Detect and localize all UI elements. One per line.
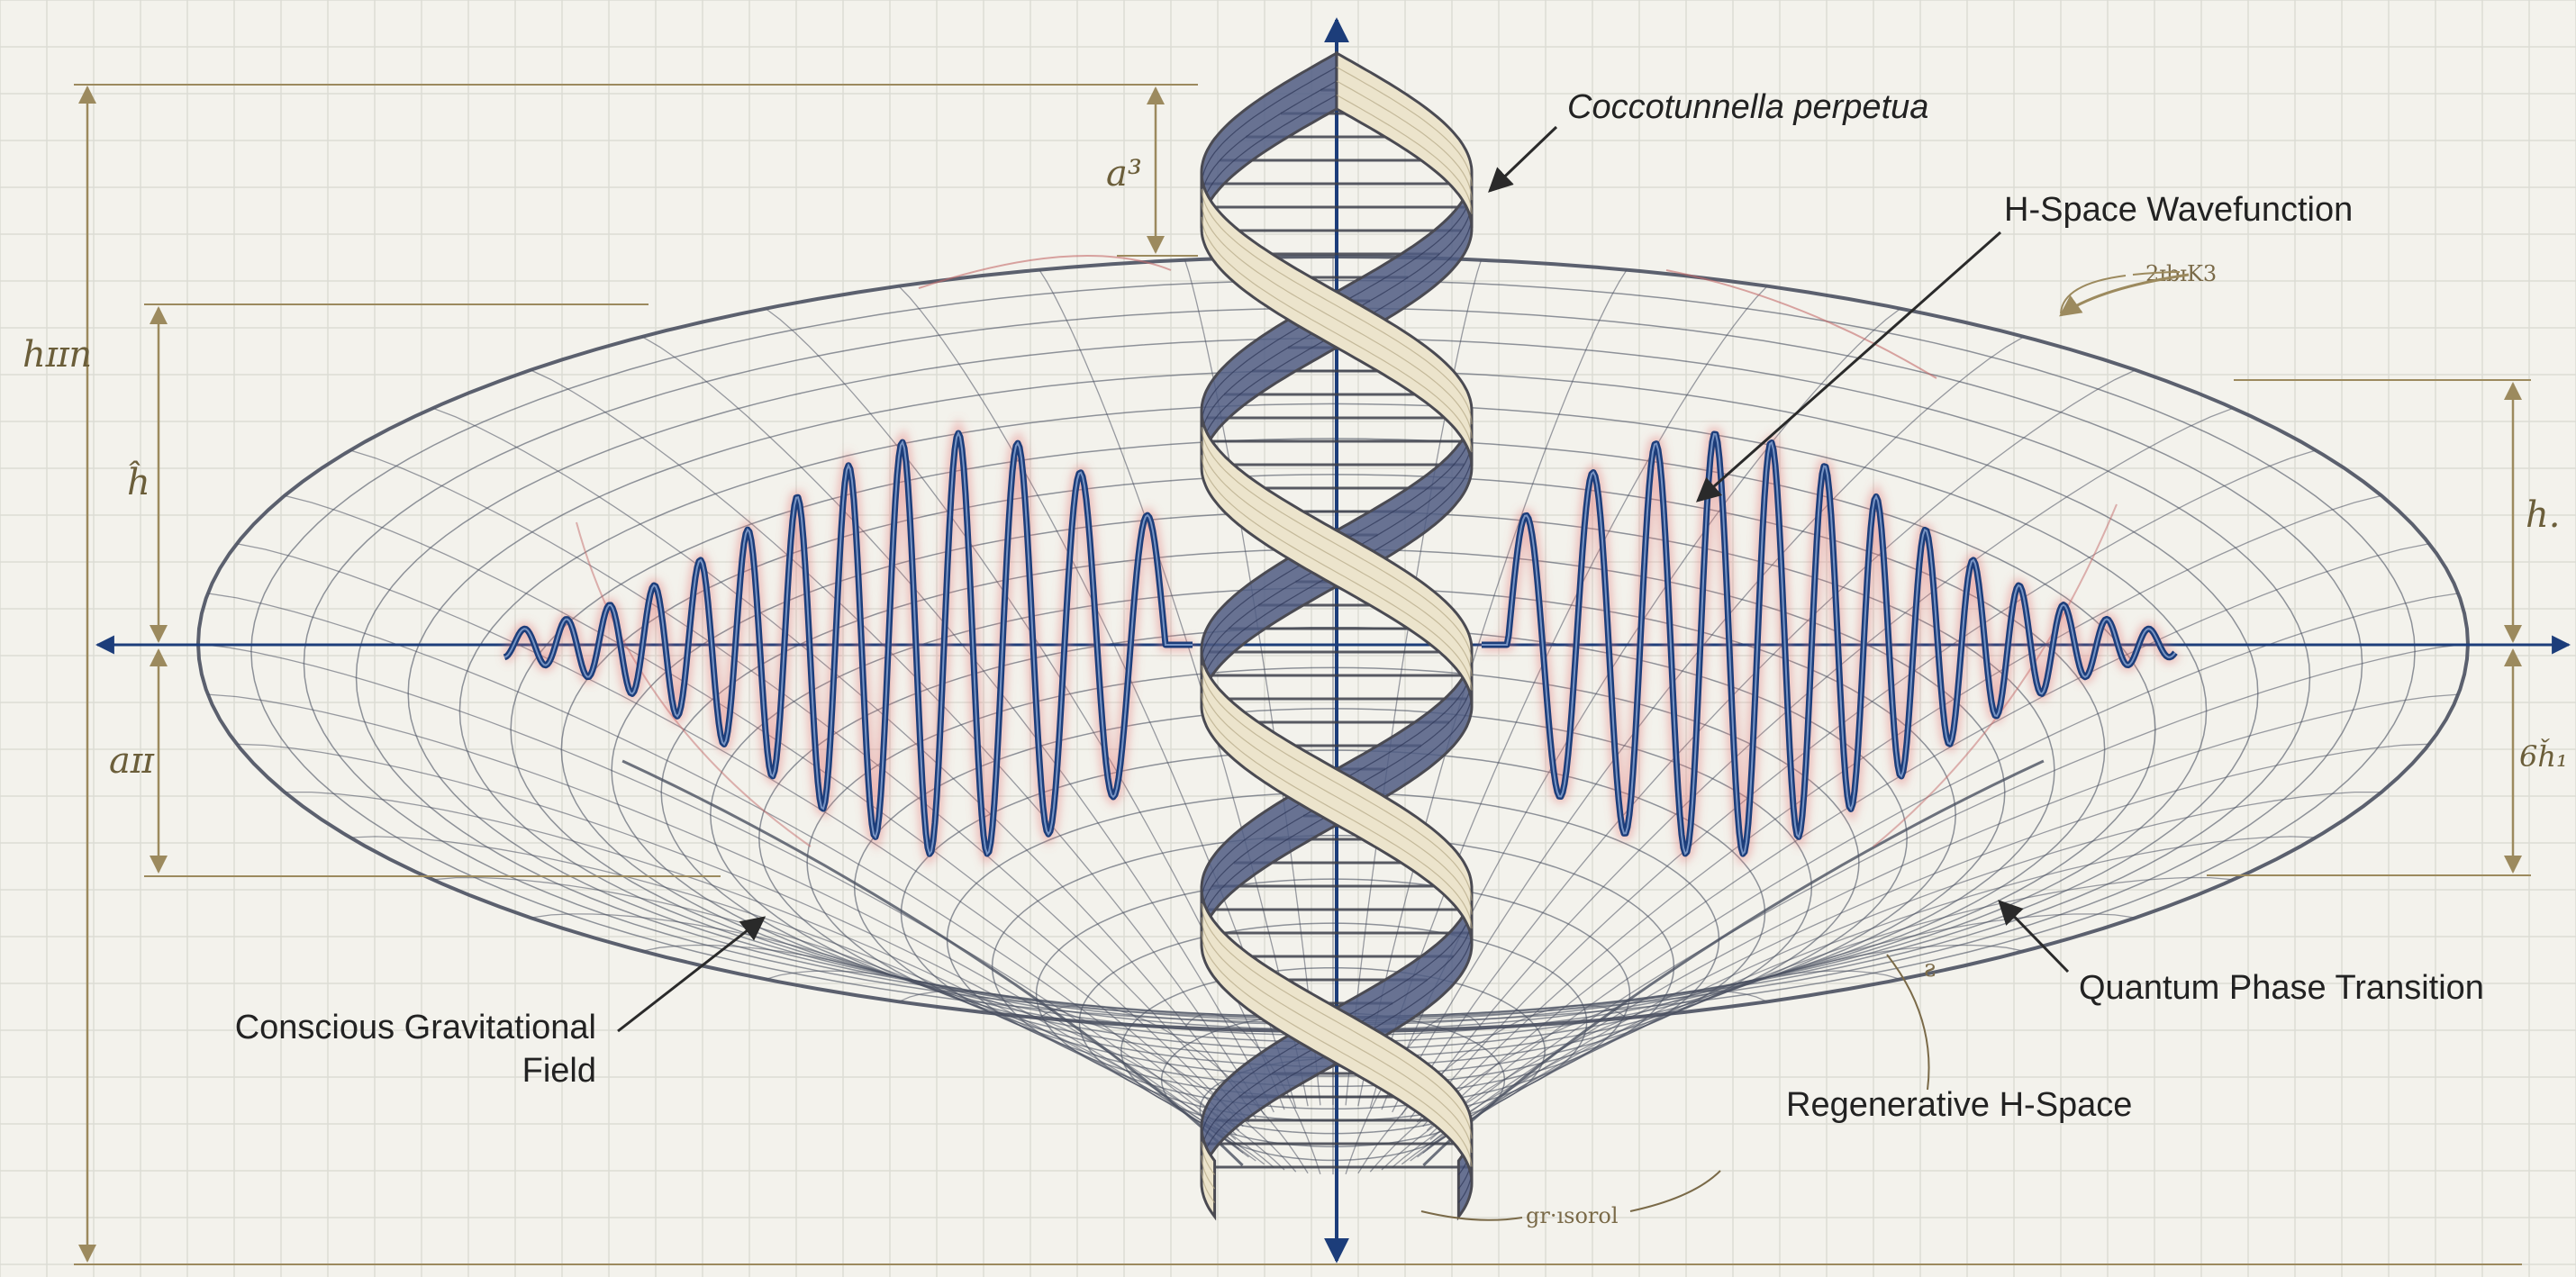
mesh-meridian (1039, 1004, 1309, 1174)
helix-texture (1201, 203, 1473, 439)
helix-texture (1201, 66, 1338, 186)
mesh-meridian (1426, 743, 2430, 1150)
helix-texture (1201, 440, 1473, 677)
mesh-meridian (1401, 369, 2136, 1116)
helix-texture (1201, 679, 1473, 915)
mesh-meridian (236, 743, 1240, 1150)
helix-texture (1201, 917, 1473, 1154)
label-field-line2: Field (522, 1052, 596, 1090)
accent-arc (918, 255, 1172, 289)
pointer-right-small (2059, 273, 2190, 317)
double-helix (1200, 50, 1474, 1221)
pointer-field (617, 916, 766, 1033)
annotation-labels: Coccotunnella perpetua H-Space Wavefunct… (23, 88, 2568, 1228)
mesh-meridian (207, 693, 1238, 1146)
wave-highlight (503, 430, 1193, 856)
helix-texture (1201, 665, 1473, 901)
mesh-meridian (284, 494, 1244, 1128)
dim-label-right-small: 2ɪbɪK3 (2145, 261, 2217, 286)
dim-label-mid-small: ƨ (1924, 955, 1936, 983)
mesh-meridian (530, 369, 1265, 1116)
mesh-meridian (1357, 1004, 1628, 1174)
dim-label-right-lower: 6ȟ₁ (2519, 738, 2568, 774)
helix-texture (1201, 903, 1473, 1139)
pointer-helix-name (1488, 125, 1558, 193)
funnel-side-right (1422, 759, 2045, 1167)
mesh-meridian (641, 336, 1274, 1113)
mesh-meridian (1422, 791, 2382, 1154)
label-field-line1: Conscious Gravitational (235, 1009, 596, 1046)
helix-texture (1201, 427, 1473, 663)
mesh-meridian (1410, 876, 2234, 1162)
mesh-meridian (236, 543, 1240, 1131)
label-helix-name: Coccotunnella perpetua (1567, 88, 1928, 126)
label-wavefunction: H-Space Wavefunction (2004, 191, 2353, 229)
helix-texture (1201, 1169, 1216, 1203)
wave-highlight (1482, 432, 2176, 856)
mesh-meridian (197, 643, 1237, 1140)
mesh-meridian (1039, 269, 1309, 1107)
mesh-meridian (530, 913, 1265, 1165)
funnel-side-left (621, 759, 1244, 1167)
mesh-meridian (1357, 269, 1628, 1107)
helix-texture (1201, 455, 1473, 691)
pointer-phase-transition (1998, 900, 2070, 974)
helix-texture (1201, 188, 1473, 425)
helix-texture (1201, 693, 1473, 929)
accent-arc (1665, 269, 1937, 379)
helix-texture (1201, 1155, 1216, 1190)
accent-arc (576, 521, 812, 847)
dim-label-right-upper: h. (2526, 494, 2560, 536)
dim-label-left-lower: aɪɪ (109, 740, 155, 782)
helix-strand-front (1200, 1128, 1217, 1221)
helix-texture (1201, 931, 1473, 1167)
dim-label-bottom-small: gr·ısorol (1526, 1203, 1619, 1228)
dimension-lines (74, 84, 2531, 1265)
helix-texture (1336, 94, 1473, 214)
mesh-meridian (432, 407, 1256, 1119)
pointer-regenerative (1886, 954, 1930, 1091)
mesh-meridian (284, 791, 1244, 1154)
mesh-meridian (1429, 643, 2469, 1140)
mesh-meridian (1392, 944, 2025, 1168)
helix-texture (1201, 80, 1338, 201)
dim-label-left-outer: hɪɪn (23, 334, 92, 376)
mesh-meridian (1416, 449, 2317, 1123)
mesh-meridian (641, 944, 1274, 1168)
dim-label-top-gap: a³ (1106, 153, 1142, 195)
helix-texture (1336, 66, 1473, 186)
helix-strand-front (1200, 175, 1474, 466)
helix-texture (1201, 1141, 1216, 1175)
dim-label-left-upper: ĥ (127, 461, 150, 503)
helix-strand-front (1335, 50, 1474, 229)
pointer-wavefunction (1695, 231, 2001, 503)
helix-texture (1336, 80, 1473, 201)
wavefunction-curve (502, 417, 2181, 868)
label-pointers (617, 125, 2190, 1221)
helix-texture (1201, 216, 1473, 453)
mesh-meridian (349, 836, 1249, 1158)
label-phase-transition: Quantum Phase Transition (2079, 969, 2484, 1007)
mesh-meridian (1392, 336, 2025, 1113)
mesh-meridian (1426, 543, 2430, 1131)
label-regenerative: Regenerative H-Space (1786, 1086, 2132, 1124)
accent-arc (1873, 503, 2118, 847)
